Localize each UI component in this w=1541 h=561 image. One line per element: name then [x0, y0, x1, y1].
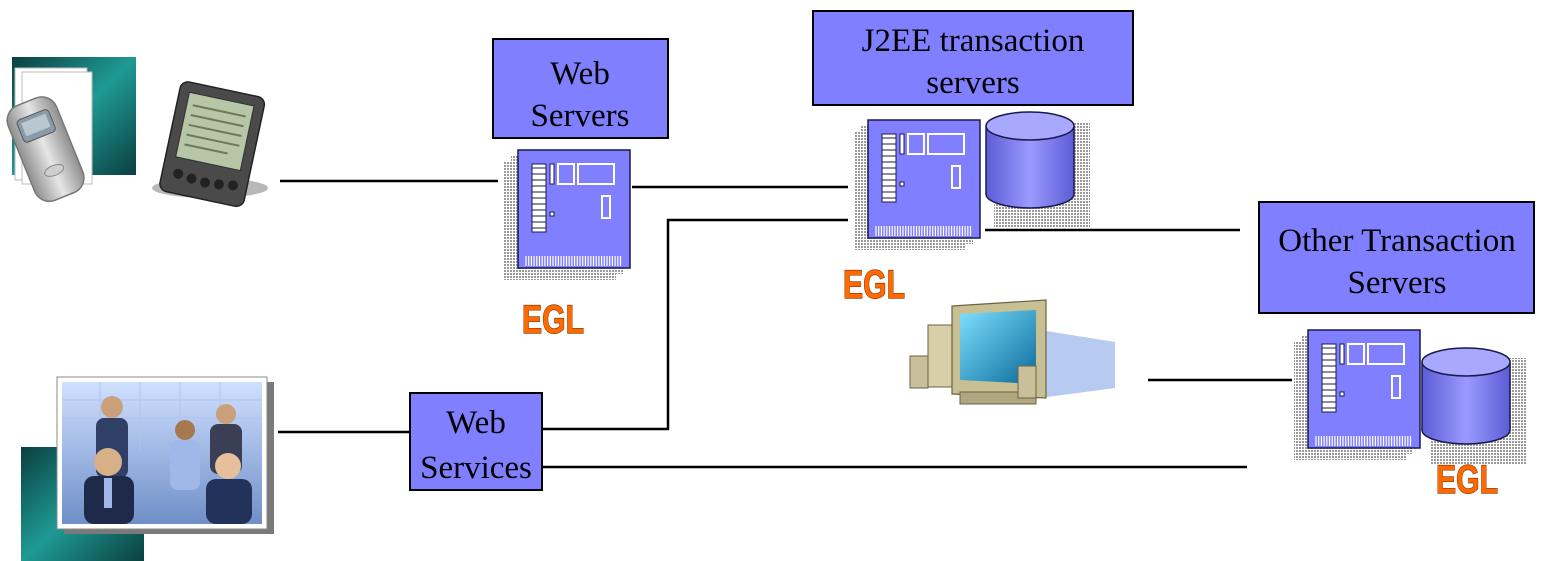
server-icon-web	[504, 149, 631, 280]
web-services-label-line1: Web	[446, 405, 506, 441]
egl-badge-j2ee: EGL	[843, 263, 905, 307]
database-icon-j2ee	[985, 111, 1090, 228]
j2ee-label-line1: J2EE transaction	[862, 23, 1085, 59]
pda-icon	[152, 81, 268, 208]
web-services-label-line2: Services	[420, 450, 532, 486]
server-group	[504, 119, 1421, 460]
people-photo	[21, 376, 274, 561]
egl-badge-other: EGL	[1436, 458, 1498, 502]
database-group	[985, 111, 1526, 464]
other-label-line1: Other Transaction	[1278, 223, 1515, 259]
server-icon-j2ee	[854, 119, 981, 250]
desktop-computer-icon	[909, 299, 1115, 405]
other-transaction-servers-box: Other Transaction Servers	[1258, 201, 1535, 314]
web-servers-label-line1: Web	[550, 56, 610, 92]
line-web-services-to-j2ee	[542, 218, 848, 431]
j2ee-servers-box: J2EE transaction servers	[812, 10, 1134, 106]
connection-lines	[278, 179, 1292, 469]
database-icon-other	[1421, 347, 1526, 464]
other-label-line2: Servers	[1348, 265, 1447, 301]
web-servers-box: Web Servers	[492, 38, 669, 139]
egl-badge-web-servers: EGL	[522, 298, 584, 342]
j2ee-label-line2: servers	[926, 65, 1019, 101]
web-servers-label-line2: Servers	[531, 98, 630, 134]
web-services-box: Web Services	[409, 392, 543, 491]
mobile-phone-icon	[6, 57, 136, 203]
server-icon-other	[1294, 329, 1421, 460]
